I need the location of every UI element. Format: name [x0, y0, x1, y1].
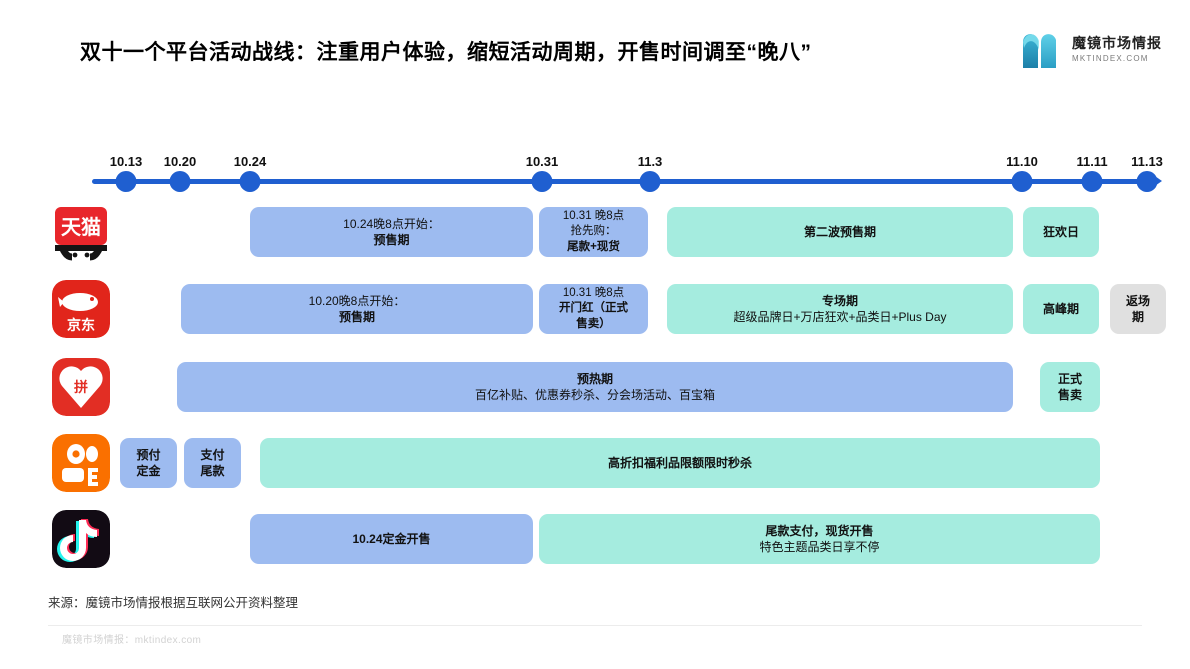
bar-line-sub: 百亿补贴、优惠券秒杀、分会场活动、百宝箱 [474, 388, 715, 402]
ks-final-payment: 支付尾款 [184, 438, 241, 488]
timeline-axis [92, 179, 1152, 184]
mirror-m-logo-icon [1019, 28, 1063, 70]
page-title: 双十一个平台活动战线：注重用户体验，缩短活动周期，开售时间调至“晚八” [80, 41, 812, 64]
jd-presale: 10.20晚8点开始： 预售期 [181, 284, 533, 334]
tmall-presale: 10.24晚8点开始： 预售期 [250, 207, 533, 257]
dy-deposit-sale: 10.24定金开售 [250, 514, 533, 564]
bar-line-bold: 高折扣福利品限额限时秒杀 [607, 455, 752, 470]
timeline-tick-label: 11.13 [1131, 154, 1163, 169]
bar-line-bold: 预付 [136, 447, 161, 462]
svg-text:京东: 京东 [67, 317, 95, 334]
timeline-tick-label: 11.10 [1006, 154, 1038, 169]
bar-line-bold: 期 [1131, 310, 1144, 324]
footer-watermark: 魔镜市场情报：mktindex.com [62, 635, 202, 646]
jd-peak: 高峰期 [1023, 284, 1099, 334]
jd-special-session: 专场期超级品牌日+万店狂欢+品类日+Plus Day [667, 284, 1013, 334]
bar-line-bold: 预售期 [373, 233, 410, 247]
bar-line-bold: 狂欢日 [1042, 224, 1079, 239]
tmall-carnival-day: 狂欢日 [1023, 207, 1099, 257]
bar-line-sub: 特色主题品类日享不停 [759, 540, 880, 554]
timeline-tick-dot [169, 171, 191, 192]
tmall-logo-icon: 天猫 [52, 203, 110, 261]
bar-line-sub: 超级品牌日+万店狂欢+品类日+Plus Day [733, 310, 947, 324]
platform-row-pinduoduo: 拼预热期百亿补贴、优惠券秒杀、分会场活动、百宝箱正式售卖 [0, 358, 1190, 420]
ks-flash-sale: 高折扣福利品限额限时秒杀 [260, 438, 1100, 488]
timeline-tick-dot [1136, 171, 1158, 192]
tmall-first-wave: 10.31 晚8点抢先购： 尾款+现货 [539, 207, 648, 257]
pdd-official-sale: 正式售卖 [1040, 362, 1100, 412]
dy-final-pay-spot-sale: 尾款支付，现货开售特色主题品类日享不停 [539, 514, 1100, 564]
tmall-second-presale: 第二波预售期 [667, 207, 1013, 257]
timeline-tick-label: 10.24 [233, 154, 267, 169]
bar-line-bold: 专场期 [821, 293, 858, 308]
timeline-tick-label: 10.13 [109, 154, 143, 169]
bar-line-bold: 支付 [200, 447, 225, 462]
brand-name-en: MKTINDEX.COM [1072, 53, 1149, 63]
platform-row-jd: 京东 10.20晚8点开始： 预售期 10.31 晚8点开门红（正式售卖） 专场期超级品… [0, 280, 1190, 342]
timeline-tick-dot [239, 171, 261, 192]
douyin-logo-icon [52, 510, 110, 568]
jd-return-session: 返场期 [1110, 284, 1166, 334]
jd-opening: 10.31 晚8点开门红（正式售卖） [539, 284, 648, 334]
bar-line-bold: 尾款支付，现货开售 [765, 523, 874, 538]
bar-line-bold: 预热期 [576, 371, 613, 386]
timeline-tick-label: 10.31 [525, 154, 559, 169]
timeline-tick-dot [115, 171, 137, 192]
bar-line-bold: 10.24定金开售 [352, 531, 431, 546]
bar-line-normal: 10.31 晚8点 [562, 286, 625, 299]
platform-row-tmall: 天猫 10.24晚8点开始： 预售期 10.31 晚8点抢先购： 尾款+现货 第二波预售期… [0, 203, 1190, 265]
platform-row-douyin: 10.24定金开售 尾款支付，现货开售特色主题品类日享不停 [0, 510, 1190, 572]
kuaishou-logo-icon [52, 434, 110, 492]
bar-line-bold: 正式 [1057, 371, 1082, 386]
platform-row-kuaishou: 预付定金支付尾款高折扣福利品限额限时秒杀 [0, 434, 1190, 496]
bar-line-bold: 尾款+现货 [567, 240, 620, 253]
pinduoduo-logo-icon: 拼 [52, 358, 110, 416]
svg-text:天猫: 天猫 [61, 215, 101, 239]
timeline-tick-label: 11.3 [637, 154, 663, 169]
source-note: 来源：魔镜市场情报根据互联网公开资料整理 [48, 596, 299, 610]
brand-logo: 魔镜市场情报 MKTINDEX.COM [1019, 28, 1162, 70]
timeline-tick-dot [1081, 171, 1103, 192]
bar-line-bold: 开门红（正式 [559, 302, 628, 315]
pdd-warmup: 预热期百亿补贴、优惠券秒杀、分会场活动、百宝箱 [177, 362, 1013, 412]
svg-text:拼: 拼 [74, 379, 88, 396]
timeline-tick-dot [1011, 171, 1033, 192]
bar-line-bold: 返场 [1125, 293, 1150, 308]
timeline-tick-dot [531, 171, 553, 192]
bar-line-bold: 预售期 [338, 310, 375, 324]
bar-line-bold: 定金 [136, 464, 161, 478]
bar-line-normal: 10.31 晚8点 [562, 209, 625, 222]
footer-divider [48, 625, 1142, 626]
bar-line-bold: 高峰期 [1042, 301, 1079, 316]
bar-line-bold: 售卖） [576, 317, 611, 330]
bar-line-bold: 尾款 [200, 464, 225, 478]
bar-line-normal: 10.24晚8点开始： [343, 216, 440, 231]
timeline-tick-label: 10.20 [163, 154, 197, 169]
bar-line-normal: 10.20晚8点开始： [308, 293, 406, 308]
bar-line-normal: 抢先购： [570, 225, 617, 238]
brand-name-cn: 魔镜市场情报 [1072, 34, 1162, 51]
bar-line-bold: 售卖 [1057, 388, 1082, 402]
jd-logo-icon: 京东 [52, 280, 110, 338]
timeline-tick-dot [639, 171, 661, 192]
bar-line-bold: 第二波预售期 [803, 224, 876, 239]
ks-deposit: 预付定金 [120, 438, 177, 488]
timeline-tick-label: 11.11 [1076, 154, 1108, 169]
